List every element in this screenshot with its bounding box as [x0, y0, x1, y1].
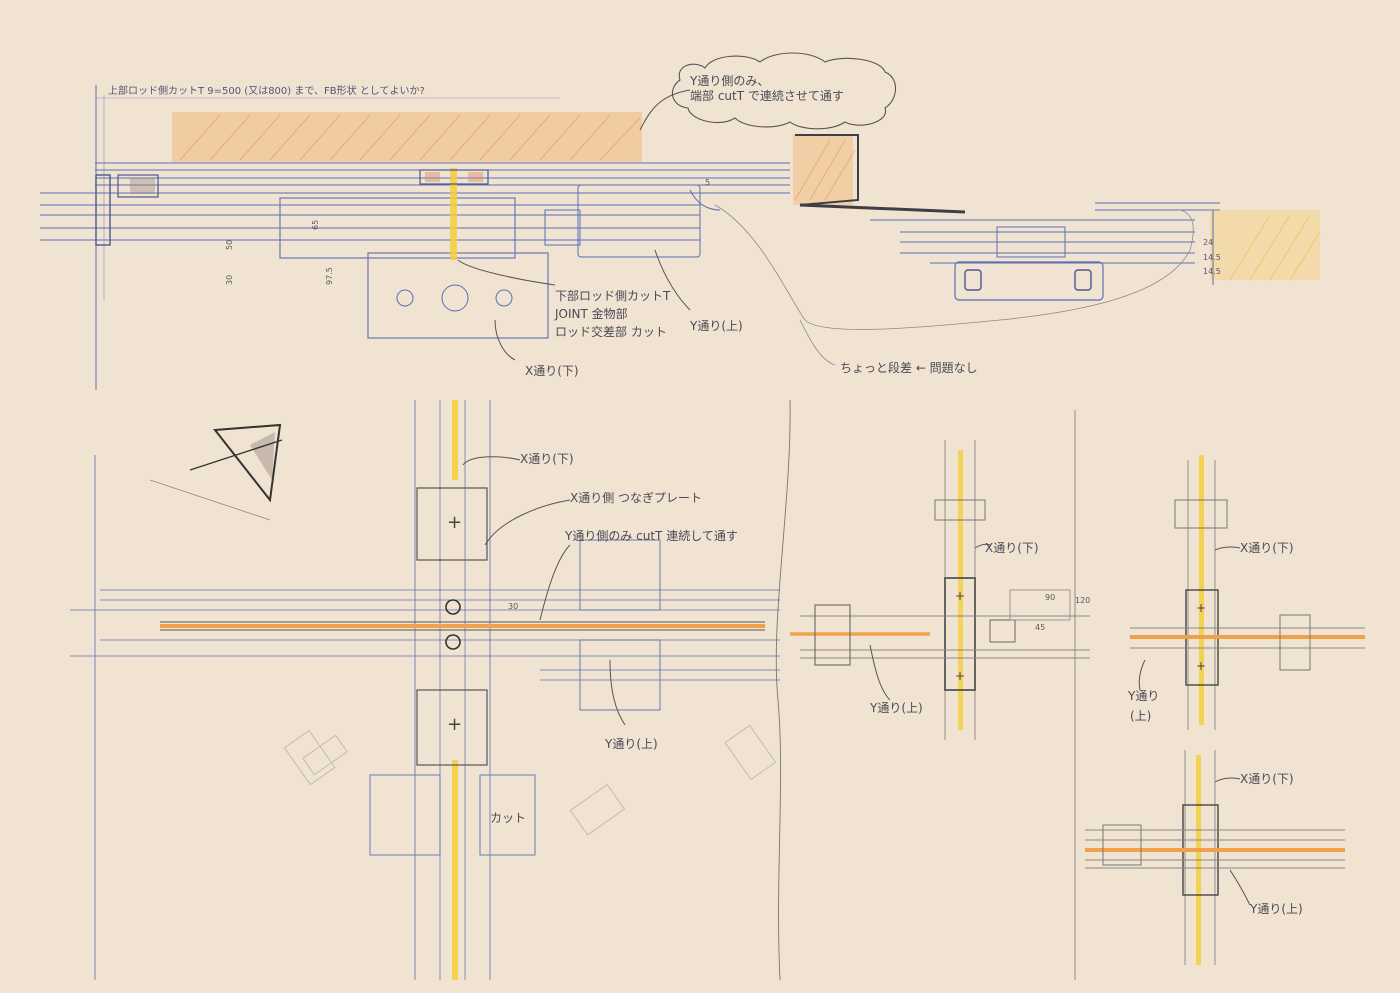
- right-detail-drawing: + +: [1130, 455, 1365, 730]
- cloud-line1: Y通り側のみ、: [689, 74, 769, 88]
- dim-90: 90: [1045, 593, 1055, 602]
- mid-y-upper: Y通り(上): [869, 701, 923, 715]
- plan-cut: カット: [490, 811, 526, 825]
- dim-975: 97.5: [325, 267, 334, 285]
- dim-120: 120: [1075, 596, 1090, 605]
- dim-30b: 30: [508, 602, 518, 611]
- header-note: 上部ロッド側カットT 9=500 (又は800) まで、FB形状 としてよいか?: [108, 84, 425, 97]
- mid-detail-drawing: + +: [790, 440, 1090, 740]
- rod-crossing-note: ロッド交差部 カット: [555, 324, 667, 339]
- lower-x-lower: X通り(下): [1240, 772, 1294, 786]
- svg-text:+: +: [1196, 601, 1206, 615]
- lower-right-detail-drawing: [1085, 750, 1345, 965]
- mid-x-lower: X通り(下): [985, 541, 1039, 555]
- joint-hardware-note: JOINT 金物部: [554, 306, 628, 321]
- plan-x-lower: X通り(下): [520, 452, 574, 466]
- section-y-upper: Y通り(上): [689, 319, 743, 333]
- joint-plate: [367, 252, 549, 339]
- top-section-drawing: [40, 52, 1321, 390]
- lower-rod-cut-note: 下部ロッド側カットT: [555, 288, 671, 303]
- cloud-line2: 端部 cutT で連続させて通す: [690, 88, 844, 103]
- dim-5: 5: [705, 178, 710, 187]
- step-issue-note: ちょっと段差 ← 問題なし: [840, 360, 978, 375]
- plan-x-side-plate: X通り側 つなぎプレート: [570, 491, 702, 505]
- svg-text:+: +: [447, 714, 462, 735]
- svg-text:+: +: [955, 589, 965, 603]
- dim-145a: 14.5: [1203, 253, 1221, 262]
- dim-50: 50: [225, 240, 234, 250]
- yellow-rod: [450, 168, 457, 260]
- right-x-lower: X通り(下): [1240, 541, 1294, 555]
- dim-145b: 14.5: [1203, 267, 1221, 276]
- slab-hatch: [172, 112, 642, 162]
- lower-y-upper: Y通り(上): [1249, 902, 1303, 916]
- section-x-lower: X通り(下): [525, 364, 579, 378]
- right-y-upper-a: Y通り: [1127, 689, 1159, 703]
- dim-45: 45: [1035, 623, 1045, 632]
- plan-drawing: + +: [70, 399, 1076, 981]
- dim-65: 65: [311, 220, 320, 230]
- plan-y-upper: Y通り(上): [604, 737, 658, 751]
- svg-text:+: +: [447, 512, 462, 533]
- dim-24: 24: [1203, 238, 1213, 247]
- member-box: [279, 197, 516, 259]
- dim-30: 30: [225, 275, 234, 285]
- svg-text:+: +: [1196, 659, 1206, 673]
- right-y-upper-b: (上): [1130, 709, 1151, 723]
- plan-y-side-cut: Y通り側のみ cutT 連続して通す: [564, 529, 738, 543]
- cloud-callout: [671, 52, 897, 130]
- svg-text:+: +: [955, 669, 965, 683]
